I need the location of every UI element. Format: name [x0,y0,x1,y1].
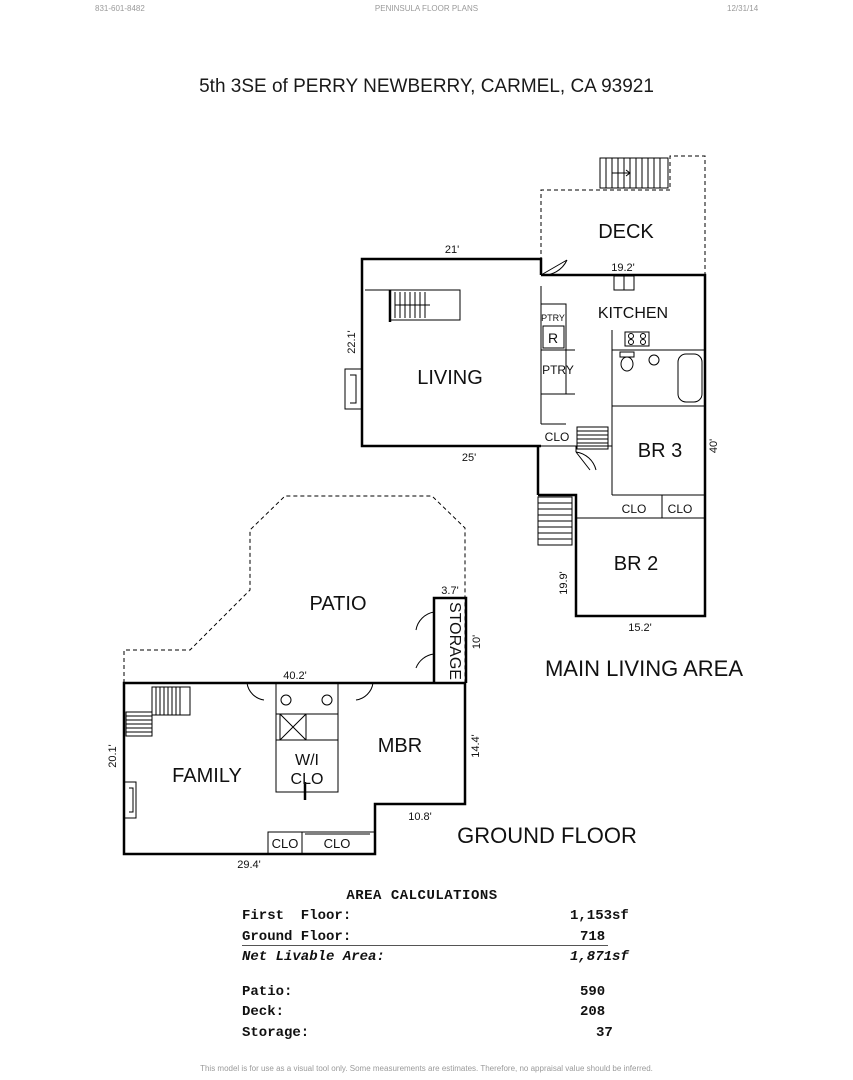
fireplace-icon [344,368,362,410]
calc-row-net-livable: Net Livable Area: 1,871sf [242,949,629,965]
dim-br2-side: 19.9' [558,571,570,595]
ground-floor-label: GROUND FLOOR [457,823,637,848]
exterior-stairs-icon [537,496,573,546]
room-mbr: MBR [378,735,422,757]
ground-sink-icon [321,694,333,706]
footer-disclaimer: This model is for use as a visual tool o… [200,1064,653,1073]
header-company: PENINSULA FLOOR PLANS [374,4,479,13]
fridge-icon [542,325,565,349]
living-walls [360,257,543,448]
room-ptry-2: PTRY [542,363,574,377]
bathtub-icon [677,353,703,403]
dim-mbr-side: 14.4' [470,734,482,758]
calc-row-first-floor: First Floor: 1,153sf [242,908,629,924]
dim-storage-top: 3.7' [441,585,458,597]
room-clo-br3-b: CLO [668,502,693,516]
bath-sink-icon [648,354,660,366]
room-family: FAMILY [172,765,242,787]
hall-door-icon [575,451,597,471]
dim-br2-bottom: 15.2' [628,622,652,634]
main-block-walls [538,273,707,618]
header-phone: 831-601-8482 [95,4,145,13]
room-deck: DECK [598,221,654,243]
calc-row-storage: Storage: 37 [242,1024,613,1041]
room-wi-2: CLO [291,771,324,788]
calc-row-ground-floor: Ground Floor: 718 [242,929,642,950]
dim-living-bottom: 25' [462,452,476,464]
area-calculations-heading: AREA CALCULATIONS [346,888,498,904]
room-kitchen: KITCHEN [598,305,668,322]
shower-icon [279,713,307,741]
ground-toilet-icon [280,694,292,706]
dim-ground-bottom: 29.4' [237,859,261,871]
main-area-label: MAIN LIVING AREA [545,656,743,681]
dim-ground-left: 20.1' [107,744,119,768]
family-stairs-icon [125,686,191,737]
dim-storage-side: 10' [471,635,483,649]
deck-stairs-icon [599,157,669,189]
room-ptry-1: PTRY [541,313,565,323]
patio-outline [123,495,466,683]
family-fireplace-icon [124,781,137,819]
fridge-label: R [548,330,558,346]
room-clo-g2: CLO [324,836,351,851]
area-calculations: AREA CALCULATIONS First Floor: 1,153sf G… [242,888,642,1045]
living-stairs-icon [365,289,461,322]
storage-walls [432,596,468,683]
room-living: LIVING [417,367,483,389]
room-patio: PATIO [309,593,366,615]
page-title: 5th 3SE of PERRY NEWBERRY, CARMEL, CA 93… [199,76,654,97]
deck-door-icon [540,259,568,276]
calc-row-deck: Deck: 208 [242,1004,606,1020]
room-storage: STORAGE [446,602,463,680]
header-date: 12/31/14 [727,4,759,13]
dim-kitchen-top: 19.2' [611,262,635,274]
stove-icon [624,331,650,347]
room-br2: BR 2 [614,553,658,575]
room-clo-g1: CLO [272,836,299,851]
deck-outline [540,155,706,275]
dim-ground-step: 10.8' [408,811,432,823]
floor-plan: DECK KITCHEN LIVING PTRY PTRY R BR 3 BR … [107,155,743,871]
room-clo-br3-a: CLO [622,502,647,516]
room-br3: BR 3 [638,440,682,462]
dim-ground-top: 40.2' [283,670,307,682]
room-clo-main: CLO [545,430,570,444]
dim-main-side: 40' [708,439,720,453]
dim-living-top: 21' [445,244,459,256]
room-wi-1: W/I [295,752,319,769]
toilet-icon [620,356,634,372]
calc-row-patio: Patio: 590 [242,983,606,1000]
dim-living-side: 22.1' [346,330,358,354]
hall-stairs-icon [576,426,609,450]
